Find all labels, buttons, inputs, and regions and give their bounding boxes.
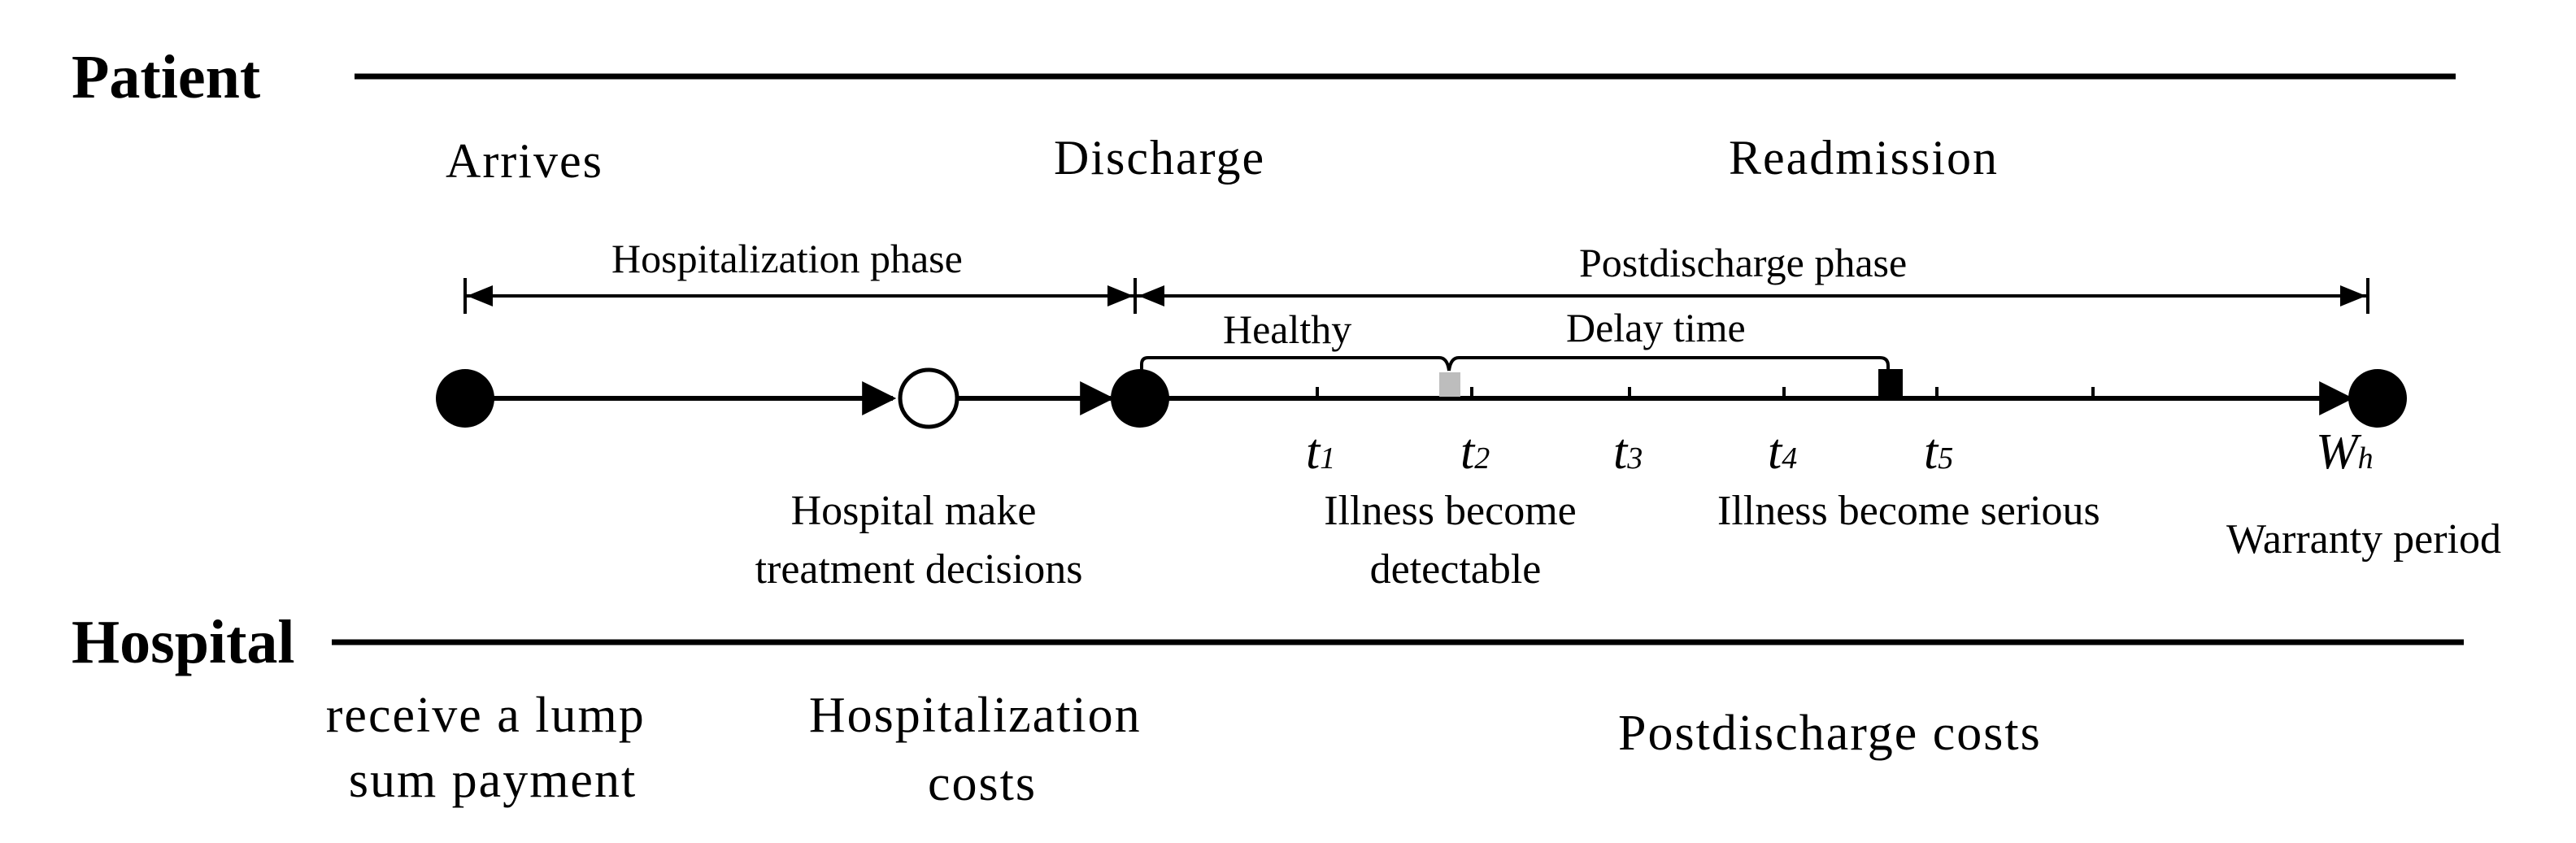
illness-detectable-note: Illness become detectable: [1324, 488, 1586, 593]
postdischarge-phase-label: Postdischarge phase: [1579, 240, 1907, 285]
delay-time-label: Delay time: [1566, 305, 1746, 350]
event-arrives: Arrives: [446, 134, 603, 188]
tick-label-t2: t2: [1460, 424, 1490, 480]
healthy-brace: [1140, 356, 1451, 380]
postdischarge-costs-text: Postdischarge costs: [1618, 706, 2042, 761]
healthy-label: Healthy: [1223, 306, 1351, 352]
tick-label-t5: t5: [1924, 424, 1953, 480]
illness-serious-note: Illness become serious: [1717, 488, 2100, 534]
discharge-node: [1111, 369, 1169, 428]
arrival-node: [436, 369, 494, 428]
hospitalization-phase-span: [463, 278, 1137, 314]
event-discharge: Discharge: [1054, 131, 1265, 185]
warranty-end-node: [2348, 369, 2407, 428]
warranty-period-note: Warranty period: [2226, 516, 2501, 563]
tick-label-t4: t4: [1768, 424, 1797, 480]
tick-label-wh: Wh: [2316, 424, 2374, 480]
hospitalization-costs-text: Hospitalization costs: [809, 688, 1155, 811]
postdischarge-phase-span: [1137, 278, 2369, 314]
event-readmission: Readmission: [1729, 131, 1999, 185]
tick-label-t1: t1: [1306, 424, 1335, 480]
timeline-ticks: [1316, 387, 2095, 400]
treatment-decision-node: [898, 367, 959, 429]
hospital-lane-title: Hospital: [72, 608, 295, 676]
lump-sum-payment-text: receive a lump sum payment: [326, 688, 659, 808]
treatment-decisions-note: Hospital make treatment decisions: [755, 488, 1083, 593]
illness-serious-marker: [1878, 369, 1903, 398]
illness-detectable-marker: [1439, 372, 1460, 397]
hospitalization-phase-label: Hospitalization phase: [611, 236, 963, 281]
tick-label-t3: t3: [1613, 424, 1643, 480]
delay-time-brace: [1447, 356, 1890, 380]
patient-lane-title: Patient: [72, 43, 260, 111]
